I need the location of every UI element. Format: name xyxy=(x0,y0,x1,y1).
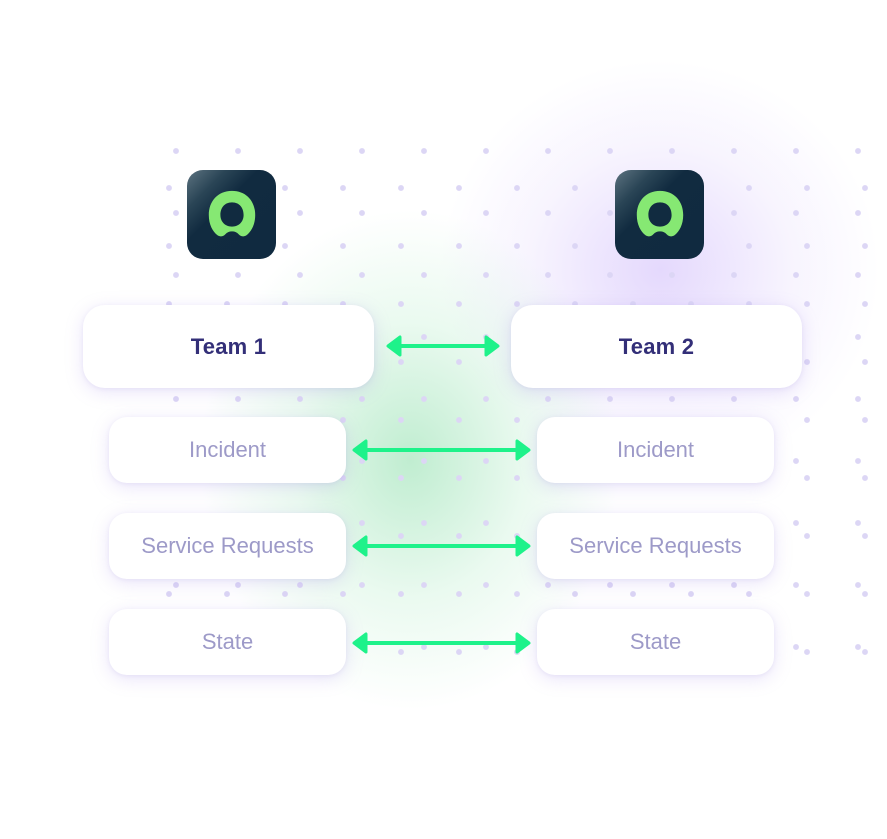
item-label: State xyxy=(201,629,254,654)
team-1-logo-icon xyxy=(187,170,276,259)
team-1-box: Team 1 xyxy=(83,305,374,388)
team-2-item-service-requests: Service Requests xyxy=(537,513,774,579)
team-1-item-incident: Incident xyxy=(109,417,346,483)
ring-logo-icon xyxy=(208,190,255,236)
state-sync-arrow xyxy=(352,631,531,655)
team-2-item-state: State xyxy=(537,609,774,675)
item-label: Incident xyxy=(616,437,695,462)
item-label: Service Requests xyxy=(569,533,742,558)
team-sync-arrow xyxy=(386,334,500,358)
team-2-label: Team 2 xyxy=(618,333,695,359)
item-label: State xyxy=(629,629,682,654)
double-arrow-icon xyxy=(352,632,531,654)
team-1-label: Team 1 xyxy=(190,333,267,359)
team-1-item-service-requests: Service Requests xyxy=(109,513,346,579)
item-label: Service Requests xyxy=(141,533,314,558)
service-requests-sync-arrow xyxy=(352,534,531,558)
double-arrow-icon xyxy=(352,439,531,461)
team-2-logo-icon xyxy=(615,170,704,259)
item-label: Incident xyxy=(188,437,267,462)
team-2-item-incident: Incident xyxy=(537,417,774,483)
incident-sync-arrow xyxy=(352,438,531,462)
double-arrow-icon xyxy=(352,535,531,557)
team-2-box: Team 2 xyxy=(511,305,802,388)
team-1-item-state: State xyxy=(109,609,346,675)
double-arrow-icon xyxy=(386,335,500,357)
ring-logo-icon xyxy=(636,190,683,236)
